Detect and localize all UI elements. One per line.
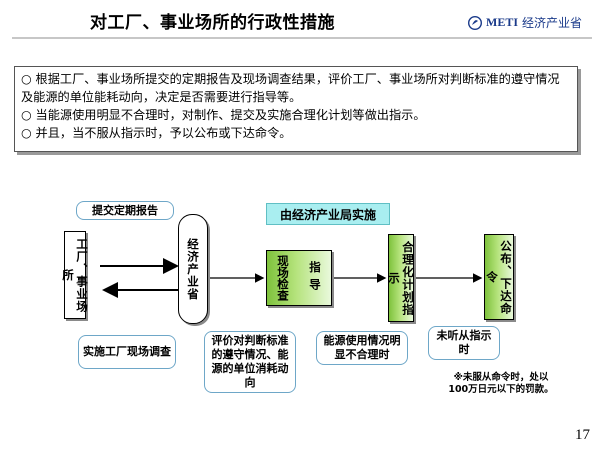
publish-label: 公布、下达命令	[485, 239, 513, 315]
guidance-label: 指导	[308, 260, 322, 296]
page-title: 对工厂、事业场所的行政性措施	[90, 13, 335, 33]
callout-energy-unreasonable: 能源使用情况明显不合理时	[316, 331, 408, 365]
meti-box: 经济产业省	[178, 214, 208, 324]
summary-point-3: ○ 并且，当不服从指示时，予以公布或下达命令。	[21, 126, 292, 140]
logo-brand: METI	[486, 15, 519, 29]
penalty-note: ※未服从命令时，处以100万日元以下的罚款。	[448, 372, 554, 395]
regional-bureau-label: 由经济产业局实施	[266, 203, 390, 225]
summary-point-2: ○ 当能源使用明显不合理时，对制作、提交及实施合理化计划等做出指示。	[21, 108, 426, 122]
inspection-guidance-box: 现场检查 指导	[266, 250, 332, 306]
meti-label: 经济产业省	[186, 237, 200, 301]
callout-periodic-report: 提交定期报告	[76, 201, 174, 220]
meti-logo: METI 经济产业省	[468, 14, 582, 31]
callout-disobey: 未听从指示时	[428, 326, 500, 360]
callout-factory-survey: 实施工厂现场调查	[78, 335, 176, 369]
summary-box: ○ 根据工厂、事业场所提交的定期报告及现场调查结果，评价工厂、事业场所对判断标准…	[14, 66, 578, 152]
rationalization-box: 合理化计划指示	[387, 234, 415, 322]
header-divider	[12, 37, 592, 39]
callout-evaluation: 评价对判断标准的遵守情况、能源的单位消耗动向	[204, 331, 296, 393]
summary-point-1: ○ 根据工厂、事业场所提交的定期报告及现场调查结果，评价工厂、事业场所对判断标准…	[21, 72, 560, 104]
factory-label: 工厂、事业场所	[61, 237, 89, 313]
publish-order-box: 公布、下达命令	[484, 234, 514, 320]
inspection-label: 现场检查	[276, 255, 290, 301]
meti-logo-icon	[468, 15, 482, 30]
factory-box: 工厂、事业场所	[61, 231, 89, 319]
logo-org: 经济产业省	[522, 16, 583, 30]
page-number: 17	[575, 427, 590, 443]
rationalization-label: 合理化计划指示	[387, 240, 415, 316]
